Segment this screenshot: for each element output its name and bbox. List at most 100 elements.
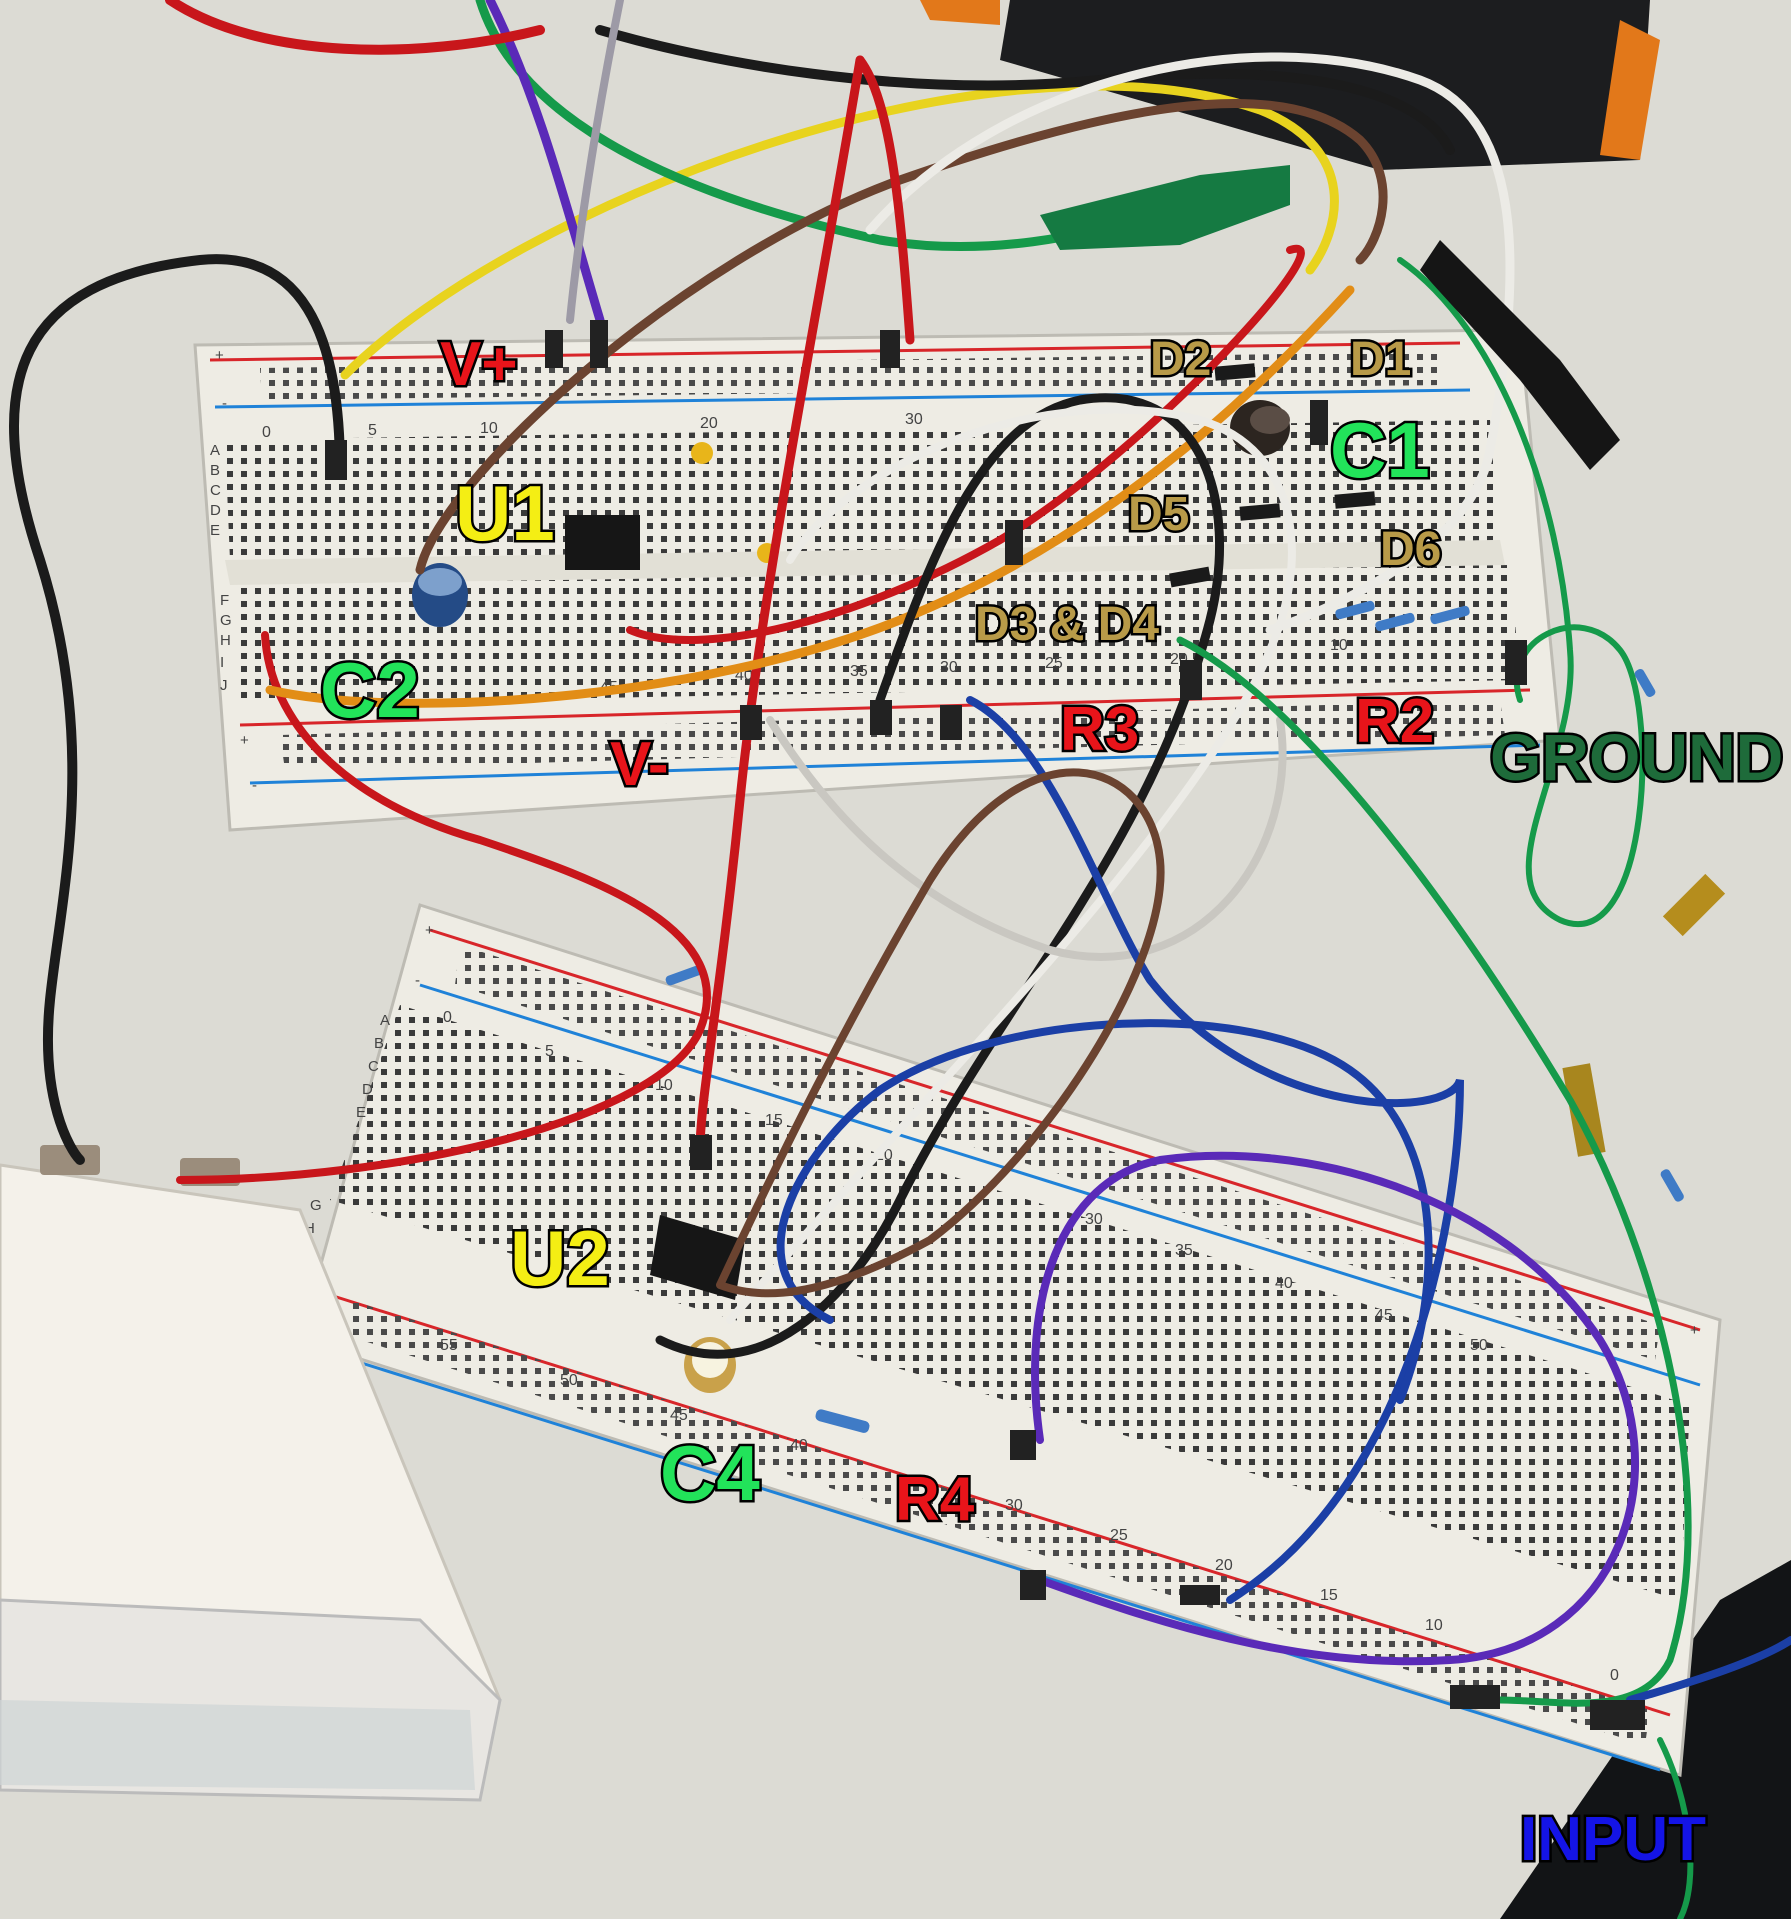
column-number: 50 [1470,1337,1488,1354]
row-letter: A [380,1012,390,1029]
rail-mark: - [252,777,257,794]
breadboard-bottom-marks: + - + 0 5 10 15 20 30 35 40 45 50 55 50 … [292,922,1699,1684]
wire-gray-top [566,0,624,324]
column-number: 35 [1175,1242,1193,1259]
column-number: 5 [545,1043,554,1060]
label-r3: R3 [1060,695,1139,764]
row-letter: D [210,502,221,519]
column-number: 5 [368,422,377,439]
rail-mark: + [1690,1322,1699,1339]
column-number: 55 [440,1337,458,1354]
row-letter: F [220,592,229,609]
label-d2: D2 [1150,333,1211,386]
breadboard-bottom [298,903,1722,1777]
diodes [1169,363,1376,588]
wire-purple-bottom [1031,1151,1639,1666]
label-d5: D5 [1128,488,1189,541]
row-letter: C [368,1058,379,1075]
column-number: 35 [850,663,868,680]
wire-green-ground [1397,257,1646,927]
label-d6: D6 [1380,523,1441,576]
label-v-plus: V+ [440,330,518,399]
wire-gray-loop [766,716,1287,961]
row-letter: C [210,482,221,499]
column-number: 20 [1215,1557,1233,1574]
row-letter: H [304,1220,315,1237]
column-number: 0 [443,1009,452,1026]
wire-green-input [1657,1737,1694,1919]
label-c1: C1 [1330,406,1430,494]
row-letter: B [210,462,220,479]
wire-white-top [865,52,1515,635]
label-u1: U1 [455,469,555,557]
annotation-labels: V+ D2 D1 C1 U1 D5 D6 D3 & D4 C2 V- R3 R2… [318,328,1786,1877]
column-number: 10 [480,420,498,437]
column-number: 50 [560,1372,578,1389]
row-letter: H [220,632,231,649]
row-letter: E [210,522,220,539]
wire-black-top [595,25,1455,155]
label-ground: GROUND [1490,720,1783,794]
capacitor-loose-2 [1662,873,1726,937]
column-number: 10 [1330,637,1348,654]
column-number: 45 [670,1407,688,1424]
rail-mark: + [425,922,434,939]
column-number: 10 [1425,1617,1443,1634]
column-number: 15 [1320,1587,1338,1604]
probe-tip [1420,240,1620,470]
column-number: 30 [1005,1497,1023,1514]
probe-tool-orange-edge [1600,20,1660,160]
wire-red-tip [855,55,915,345]
wire-green-right [1176,636,1692,1707]
label-r4: R4 [895,1465,975,1534]
row-letter: A [210,442,220,459]
column-number: 40 [1275,1275,1293,1292]
column-number: 0 [1610,1667,1619,1684]
label-c2: C2 [320,646,420,734]
label-input: INPUT [1520,1805,1706,1874]
wire-orange [265,285,1355,708]
wire-blue-input [1626,1636,1791,1704]
capacitor-c4 [684,1337,736,1393]
ic-u1 [565,515,640,570]
alligator-clip [1040,165,1290,250]
column-number: 30 [1085,1211,1103,1228]
row-letter: G [310,1197,322,1214]
row-letter: G [220,612,232,629]
row-letter: J [220,677,228,694]
rail-mark: + [215,347,224,364]
breadboard-top-marks: + - + - 0 5 10 20 30 45 40 35 30 25 20 1… [210,347,1348,794]
label-c4: C4 [660,1429,760,1517]
label-u2: U2 [510,1214,610,1302]
label-r2: R2 [1355,687,1434,756]
wire-white-middle [726,405,1296,1324]
capacitor-loose-1 [1562,1063,1606,1157]
wire-brown-top [415,99,1388,575]
column-number: 40 [790,1437,808,1454]
rail-mark: - [415,972,420,989]
probe-tool-orange [920,0,1000,25]
column-number: 45 [1375,1307,1393,1324]
capacitor-c2 [412,563,468,627]
row-letter: D [362,1081,373,1098]
wire-blue-u2 [776,1019,1433,1404]
wire-red-c2 [176,631,711,1184]
label-v-minus: V- [610,730,669,799]
row-letter: E [356,1104,366,1121]
rail-mark: + [240,732,249,749]
wire-blue-r3 [966,696,1464,1604]
capacitor-c1 [1230,400,1290,456]
wire-brown-u2 [716,768,1165,1298]
breadboard-top [193,328,1562,832]
column-number: 25 [1045,655,1063,672]
battery-pack [0,1145,502,1802]
column-number: 20 [700,415,718,432]
row-letter: B [374,1035,384,1052]
wire-black-left [9,254,345,1165]
wire-black-middle [655,393,1225,1359]
wires [9,0,1791,1919]
resistors [665,600,1684,1433]
column-number: 0 [262,424,271,441]
column-number: 15 [765,1112,783,1129]
